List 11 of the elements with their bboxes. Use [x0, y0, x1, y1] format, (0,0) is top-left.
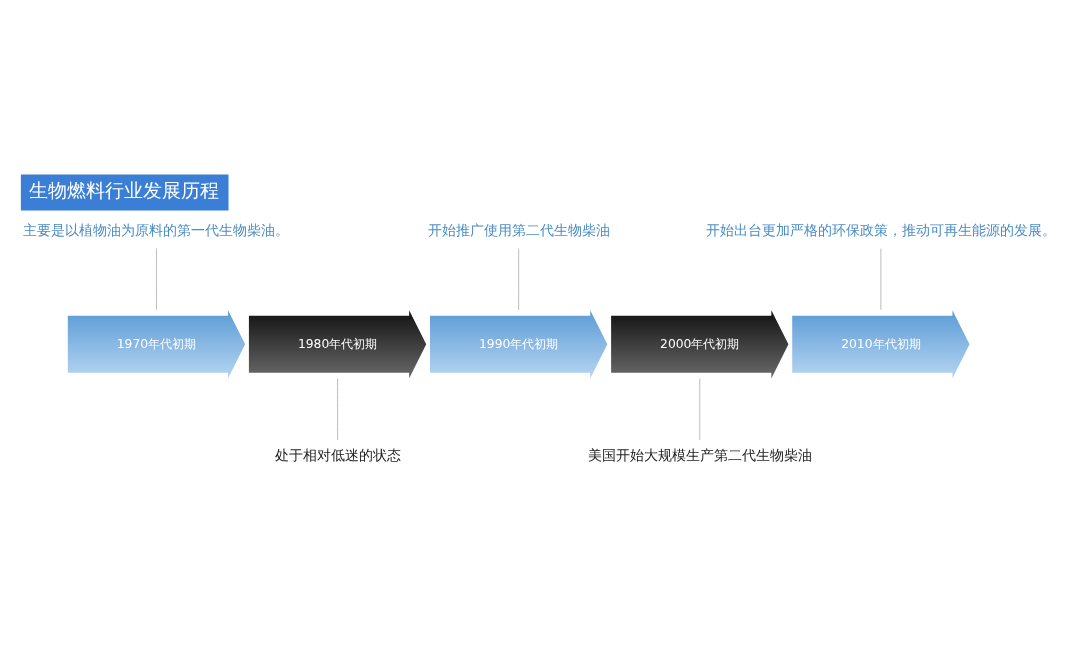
connector: [880, 248, 882, 311]
node-text: 处于相对低迷的状态: [274, 447, 401, 464]
node-text: 开始推广使用第二代生物柴油: [427, 221, 610, 238]
node-text: 主要是以植物油为原料的第一代生物柴油。: [23, 221, 290, 238]
connector: [337, 378, 339, 441]
connector: [156, 248, 157, 311]
diagram-title: 生物燃料行业发展历程: [28, 179, 219, 202]
node-text: 开始出台更加严格的环保政策，推动可再生能源的发展。: [705, 221, 1056, 238]
connector: [699, 378, 701, 441]
node-text: 美国开始大规模生产第二代生物柴油: [587, 447, 812, 464]
connector: [518, 248, 520, 311]
